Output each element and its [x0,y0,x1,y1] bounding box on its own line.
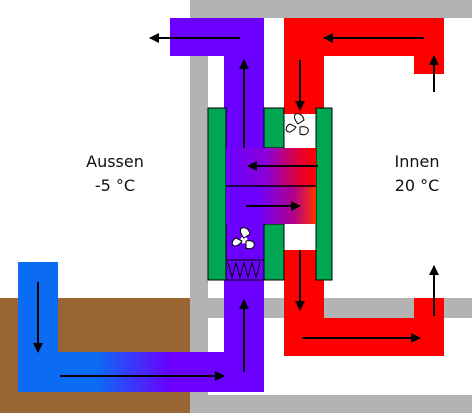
flow-arrows [33,33,439,381]
inside-label: Innen 20 °C [362,150,472,198]
outside-title: Aussen [86,152,144,171]
outside-label: Aussen -5 °C [60,150,170,198]
outside-temperature: -5 °C [94,176,136,195]
inside-title: Innen [394,152,440,171]
heat-exchanger-frame [207,107,333,281]
fan-icon [231,227,255,250]
building-walls [190,0,472,413]
inside-temperature: 20 °C [394,176,440,195]
fan-icon [285,113,309,136]
filter-icon [225,259,265,281]
